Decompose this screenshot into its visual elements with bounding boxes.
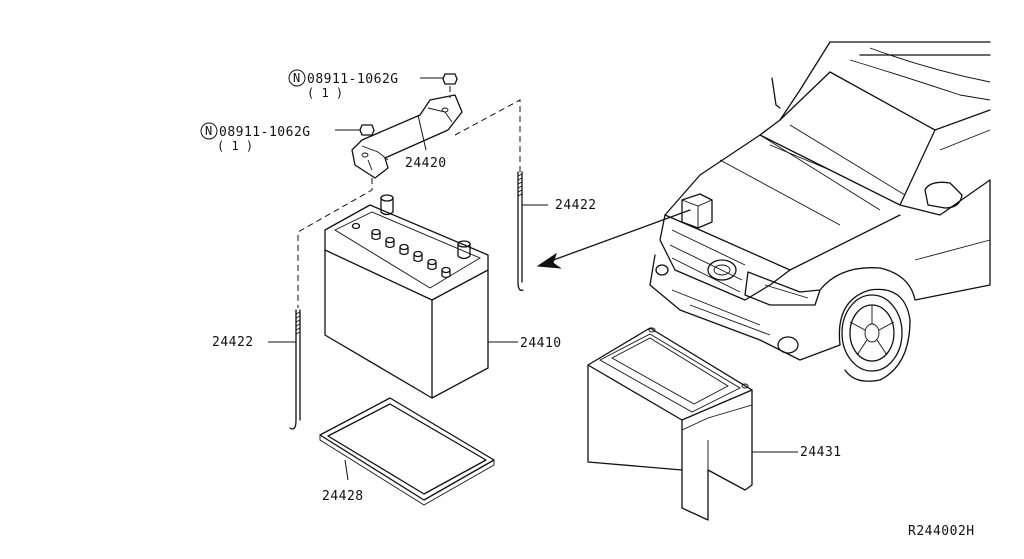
rod-left-part-number: 24422 bbox=[212, 335, 254, 350]
rod-left-dashed-line bbox=[297, 178, 373, 308]
nut-top bbox=[420, 73, 458, 85]
location-arrow bbox=[547, 209, 691, 263]
hold-down-rod-right bbox=[517, 171, 548, 291]
battery-terminal-left bbox=[380, 194, 394, 216]
battery-part-number: 24410 bbox=[520, 336, 562, 351]
battery bbox=[324, 194, 518, 399]
battery-cover bbox=[587, 327, 798, 521]
diagram-reference-code: R244002H bbox=[908, 524, 975, 539]
n-symbol-text: N bbox=[293, 71, 300, 85]
tray-part-number: 24428 bbox=[322, 489, 364, 504]
rod-right-part-number: 24422 bbox=[555, 198, 597, 213]
rod-right-dashed-line bbox=[454, 99, 521, 175]
cover-part-number: 24431 bbox=[800, 445, 842, 460]
nut-top-part-number: 08911-1062G bbox=[307, 72, 399, 87]
callout-nut-left: N 08911-1062G ( 1 ) bbox=[200, 122, 311, 153]
location-arrow-head bbox=[536, 252, 562, 269]
battery-clamp bbox=[351, 94, 463, 179]
vehicle-illustration bbox=[649, 41, 991, 382]
battery-terminal-right bbox=[457, 240, 471, 260]
battery-caps bbox=[351, 222, 451, 279]
clamp-leader bbox=[417, 114, 427, 151]
nut-left bbox=[335, 124, 375, 136]
battery-tray bbox=[319, 397, 495, 506]
n-symbol-circle bbox=[288, 69, 306, 87]
nut-top-quantity: ( 1 ) bbox=[307, 86, 343, 100]
hold-down-rod-left bbox=[268, 309, 301, 430]
clamp-part-number: 24420 bbox=[405, 156, 447, 171]
n-symbol-circle bbox=[200, 122, 218, 140]
nut-left-quantity: ( 1 ) bbox=[217, 139, 253, 153]
nut-left-part-number: 08911-1062G bbox=[219, 125, 311, 140]
callout-nut-top: N 08911-1062G ( 1 ) bbox=[288, 69, 399, 100]
n-symbol-text: N bbox=[205, 124, 212, 138]
